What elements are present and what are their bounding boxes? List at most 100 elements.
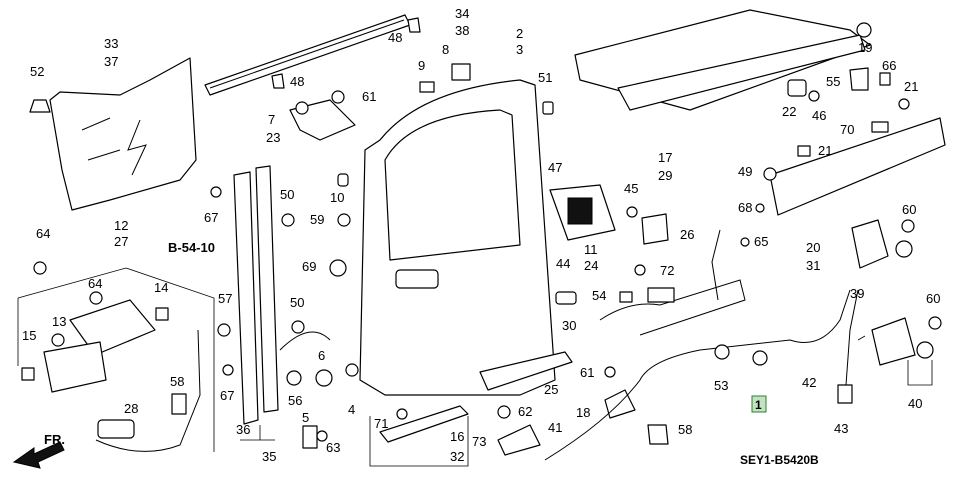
door-bracket-upper[interactable] [289,99,356,141]
clip-52[interactable] [29,99,51,113]
bolt-46[interactable] [808,90,820,102]
clip-50-lower[interactable] [291,320,305,334]
grommet-unlabeled[interactable] [315,369,333,387]
callout-label-63: 63 [326,440,340,455]
clip-1-highlighted[interactable] [752,350,768,366]
harness-6[interactable] [279,331,331,351]
callout-label-48: 48 [290,74,304,89]
bracket-41[interactable] [497,424,541,456]
clip-58-right[interactable] [647,424,669,445]
callout-label-22: 22 [782,104,796,119]
callout-label-13: 13 [52,314,66,329]
sliding-door-panel[interactable] [359,79,556,396]
cap-19[interactable] [856,22,872,38]
cushion-8[interactable] [451,63,471,81]
clip-55[interactable] [849,67,869,91]
callout-label-25: 25 [544,382,558,397]
callout-label-29: 29 [658,168,672,183]
callout-label-69: 69 [302,259,316,274]
highlight-box [751,395,767,413]
cap-69[interactable] [329,259,347,277]
callout-label-66: 66 [882,58,896,73]
bolt-68[interactable] [755,203,765,213]
release-cable-42[interactable] [544,289,851,461]
clip-65[interactable] [740,237,750,247]
callout-label-43: 43 [834,421,848,436]
clip-48-lower[interactable] [271,73,285,89]
clip-49[interactable] [763,167,777,181]
callout-label-40: 40 [908,396,922,411]
callout-label-28: 28 [124,401,138,416]
callout-label-3: 3 [516,42,523,57]
direction-label: FR. [44,432,65,447]
bolt-67-upper[interactable] [210,186,222,198]
rear-lock-assembly[interactable] [851,219,913,269]
clip-21-lower[interactable] [797,145,811,157]
callout-label-37: 37 [104,54,118,69]
callout-label-15: 15 [22,328,36,343]
clip-60-lower[interactable] [928,316,942,330]
callout-label-36: 36 [236,422,250,437]
stopper-25[interactable] [479,351,573,391]
bolt-61-lower[interactable] [604,366,616,378]
callout-label-46: 46 [812,108,826,123]
callout-label-18: 18 [576,405,590,420]
grommet-56[interactable] [286,370,302,386]
clip-53[interactable] [714,344,730,360]
holder-22[interactable] [787,79,807,97]
cover-26[interactable] [641,213,669,245]
bolt-4[interactable] [345,363,359,377]
bolt-70[interactable] [871,121,889,133]
sensor-44[interactable] [555,291,577,305]
clip-51[interactable] [542,101,554,115]
door-weatherstrip-upper[interactable] [204,14,411,96]
clip-58-left[interactable] [171,393,187,415]
bolt-61-upper[interactable] [331,90,345,104]
bolt-67-lower[interactable] [222,364,234,376]
bolt-72[interactable] [634,264,646,276]
stopper-9[interactable] [419,81,435,93]
bolt-62[interactable] [497,405,511,419]
bolt-57[interactable] [217,323,231,337]
clip-50-upper[interactable] [281,213,295,227]
release-cable-28[interactable] [95,329,201,452]
clip-48-upper[interactable] [407,17,421,33]
bolt-45[interactable] [626,206,638,218]
bolt-64-upper[interactable] [33,261,47,275]
callout-label-7: 7 [268,112,275,127]
clip-60-upper[interactable] [901,219,915,233]
clip-21-upper[interactable] [898,98,910,110]
clip-15[interactable] [21,367,35,381]
bracket-18[interactable] [604,389,636,419]
release-cable-43[interactable] [837,289,859,404]
callout-label-12: 12 [114,218,128,233]
rail-garnish[interactable] [769,117,946,216]
callout-label-21: 21 [904,79,918,94]
bolt-5[interactable] [302,425,318,449]
callout-label-9: 9 [418,58,425,73]
callout-label-68: 68 [738,200,752,215]
stopper-10[interactable] [337,173,349,187]
bolt-54[interactable] [619,291,633,303]
lower-rail-assembly-16[interactable] [379,405,469,443]
callout-label-58: 58 [170,374,184,389]
rear-lock-lower[interactable] [871,317,934,366]
callout-label-33: 33 [104,36,118,51]
lower-hinge-bracket[interactable] [43,299,156,393]
cap-14[interactable] [155,307,169,321]
upper-roller-assembly[interactable] [549,184,616,241]
clip-63[interactable] [316,430,328,442]
callout-label-50: 50 [280,187,294,202]
sliding-door-upper-rail[interactable] [574,9,871,111]
roller-13[interactable] [51,333,65,347]
clip-66[interactable] [879,72,891,86]
reference-code: SEY1-B5420B [740,453,819,467]
door-insulator-sheet[interactable] [49,57,197,211]
lower-rail-36[interactable] [233,165,279,425]
callout-label-65: 65 [754,234,768,249]
door-actuator-harness[interactable] [599,229,746,336]
callout-label-48: 48 [388,30,402,45]
bolt-64-lower[interactable] [89,291,103,305]
clip-59[interactable] [337,213,351,227]
bolt-71[interactable] [396,408,408,420]
